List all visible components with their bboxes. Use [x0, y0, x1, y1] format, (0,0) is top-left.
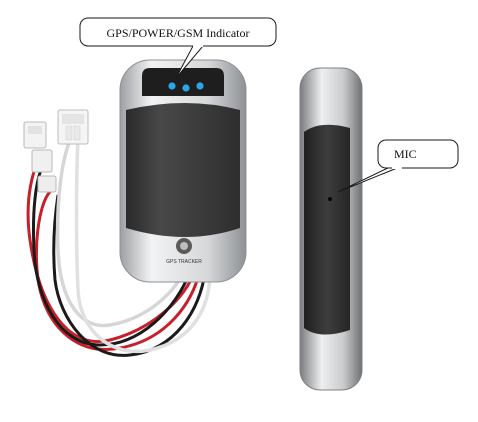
- mic-label: MIC: [394, 147, 417, 161]
- mic-callout: MIC: [337, 139, 459, 193]
- wire-harness: [26, 139, 212, 357]
- indicator-label: GPS/POWER/GSM Indicator: [106, 26, 249, 40]
- mic-hole: [328, 197, 332, 201]
- tracker-side: [299, 67, 363, 391]
- gsm-led: [196, 82, 204, 90]
- indicator-callout: GPS/POWER/GSM Indicator: [79, 17, 277, 79]
- wire-white: [74, 139, 212, 354]
- wire-connector-right: [57, 109, 89, 145]
- gps-led: [168, 82, 176, 90]
- wire-black: [52, 194, 207, 357]
- tracker-logo: GPS TRACKER: [166, 238, 202, 265]
- power-led: [182, 84, 190, 92]
- wire-white: [55, 139, 187, 328]
- wire-red: [34, 188, 202, 351]
- wire-connector-left: [23, 121, 57, 193]
- tracker-front: GPS TRACKER: [119, 59, 247, 283]
- wire-black: [31, 167, 192, 347]
- tracker-logo-text: GPS TRACKER: [166, 259, 202, 265]
